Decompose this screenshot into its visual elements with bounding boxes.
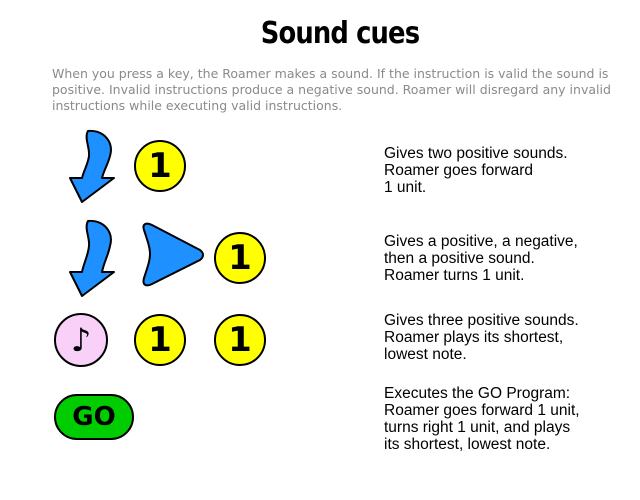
intro-line: When you press a key, the Roamer makes a… (52, 66, 609, 81)
cue-line: its shortest, lowest note. (384, 436, 551, 453)
number-key-1[interactable]: 1 (214, 314, 266, 366)
cue-description-2: Gives a positive, a negative, then a pos… (384, 233, 578, 284)
cue-line: lowest note. (384, 346, 467, 363)
intro-text: When you press a key, the Roamer makes a… (52, 66, 612, 114)
intro-line: positive. Invalid instructions produce a… (52, 82, 611, 97)
music-note-key[interactable]: ♪ (54, 313, 108, 367)
number-key-1[interactable]: 1 (214, 232, 266, 284)
cue-line: Executes the GO Program: (384, 385, 571, 402)
cue-description-1: Gives two positive sounds. Roamer goes f… (384, 145, 568, 196)
right-turn-arrow-icon[interactable] (138, 220, 206, 288)
cue-line: Roamer turns 1 unit. (384, 267, 525, 284)
cue-description-3: Gives three positive sounds. Roamer play… (384, 312, 579, 363)
number-key-1[interactable]: 1 (134, 314, 186, 366)
forward-arrow-icon[interactable] (66, 128, 120, 204)
page-title: Sound cues (260, 16, 420, 51)
cue-line: turns right 1 unit, and plays (384, 419, 571, 436)
intro-line: instructions while executing valid instr… (52, 98, 343, 113)
cue-line: Roamer goes forward 1 unit, (384, 402, 580, 419)
cue-description-4: Executes the GO Program: Roamer goes for… (384, 385, 580, 453)
go-button[interactable]: GO (54, 394, 134, 440)
cue-line: Gives two positive sounds. (384, 145, 568, 162)
number-key-1[interactable]: 1 (134, 140, 186, 192)
forward-arrow-icon[interactable] (66, 218, 120, 298)
cue-line: 1 unit. (384, 179, 427, 196)
cue-line: then a positive sound. (384, 250, 535, 267)
cue-line: Roamer goes forward (384, 162, 534, 179)
cue-line: Gives a positive, a negative, (384, 233, 578, 250)
cue-line: Roamer plays its shortest, (384, 329, 564, 346)
cue-line: Gives three positive sounds. (384, 312, 579, 329)
